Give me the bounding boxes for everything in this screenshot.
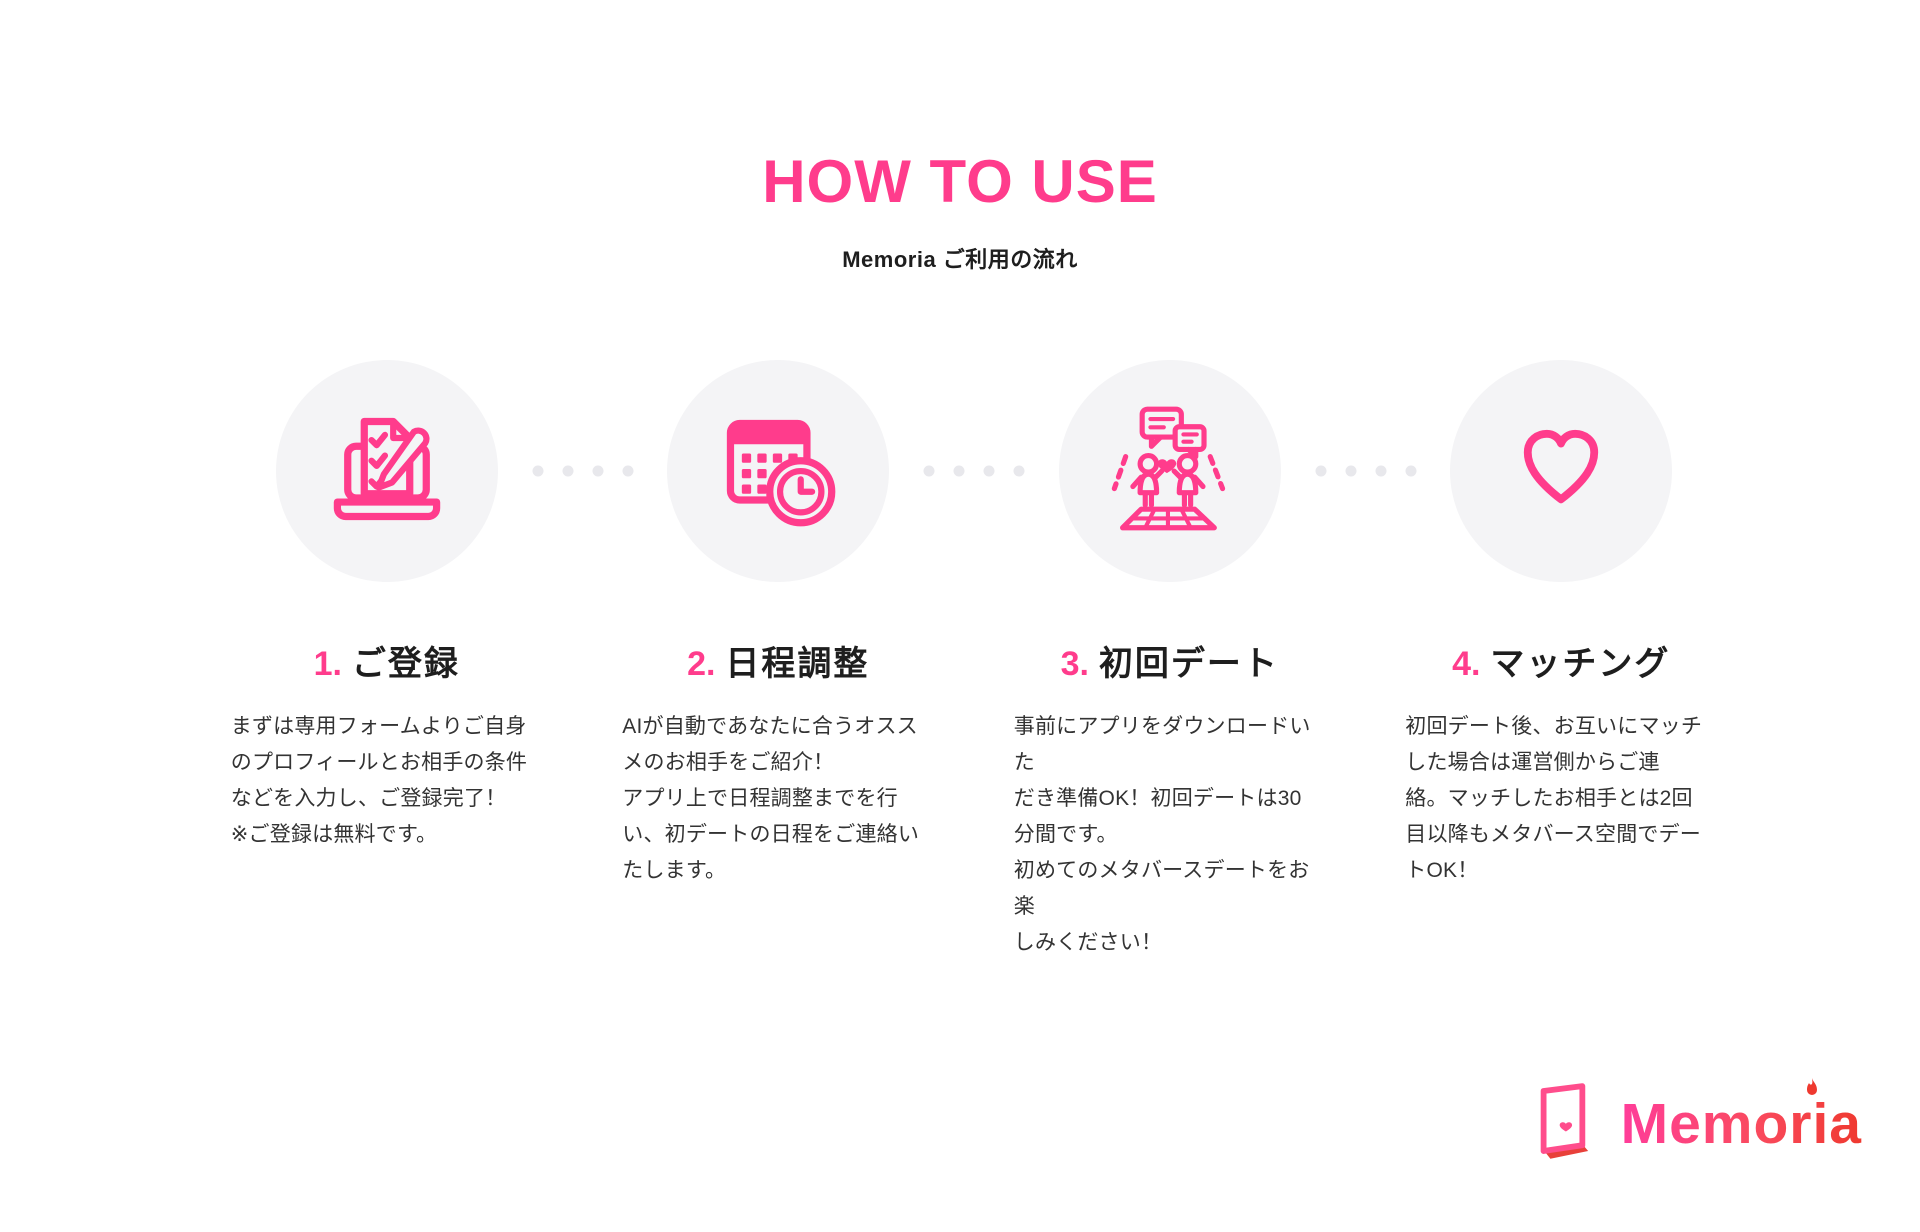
step-2-number: 2. xyxy=(687,645,716,683)
step-3-circle xyxy=(1058,360,1281,582)
flame-icon xyxy=(1807,1077,1817,1095)
step-3-number: 3. xyxy=(1060,645,1089,683)
step-3-description: 事前にアプリをダウンロードいた だき準備OK！初回デートは30 分間です。 初め… xyxy=(1013,715,1311,954)
step-1-number: 1. xyxy=(313,645,342,683)
step-3-title: 3.初回デート xyxy=(1060,645,1279,683)
step-2-scheduling: 2.日程調整 AIが自動であなたに合うオスス メのお相手をご紹介！ アプリ上で日… xyxy=(583,360,975,961)
step-4-circle xyxy=(1450,360,1673,582)
step-1-description: まずは専用フォームよりご自身 のプロフィールとお相手の条件 などを入力し、ご登録… xyxy=(230,715,528,846)
metaverse-date-icon xyxy=(1103,402,1237,541)
steps-row: 1.ご登録 まずは専用フォームよりご自身 のプロフィールとお相手の条件 などを入… xyxy=(191,360,1757,961)
step-3-first-date: 3.初回デート 事前にアプリをダウンロードいた だき準備OK！初回デートは30 … xyxy=(974,360,1366,961)
step-1-circle xyxy=(275,360,498,582)
connector-dots-3 xyxy=(1315,465,1416,477)
step-1-title: 1.ご登録 xyxy=(313,645,460,683)
step-2-title: 2.日程調整 xyxy=(687,645,870,683)
step-4-description: 初回デート後、お互いにマッチ した場合は運営側からご連 絡。マッチしたお相手とは… xyxy=(1405,715,1703,882)
how-to-use-section: HOW TO USE Memoria ご利用の流れ xyxy=(0,152,1920,1232)
step-4-number: 4. xyxy=(1452,645,1481,683)
page-title: HOW TO USE xyxy=(762,148,1158,215)
door-heart-icon xyxy=(1531,1079,1593,1168)
heart-icon xyxy=(1517,425,1605,518)
step-2-description: AIが自動であなたに合うオスス メのお相手をご紹介！ アプリ上で日程調整までを行… xyxy=(622,715,920,882)
step-1-registration: 1.ご登録 まずは専用フォームよりご自身 のプロフィールとお相手の条件 などを入… xyxy=(191,360,583,961)
brand-name: Memoria xyxy=(1620,1091,1862,1156)
calendar-clock-icon xyxy=(716,407,840,536)
registration-checklist-laptop-icon xyxy=(325,407,449,536)
memoria-logo[interactable]: Memoria xyxy=(1531,1077,1862,1168)
connector-dots-1 xyxy=(532,465,633,477)
page-subtitle: Memoria ご利用の流れ xyxy=(842,247,1078,272)
step-4-title: 4.マッチング xyxy=(1452,645,1671,683)
step-2-circle xyxy=(667,360,890,582)
brand-text-wrap: Memoria xyxy=(1620,1077,1862,1157)
connector-dots-2 xyxy=(923,465,1025,477)
step-4-matching: 4.マッチング 初回デート後、お互いにマッチ した場合は運営側からご連 絡。マッ… xyxy=(1366,360,1758,961)
